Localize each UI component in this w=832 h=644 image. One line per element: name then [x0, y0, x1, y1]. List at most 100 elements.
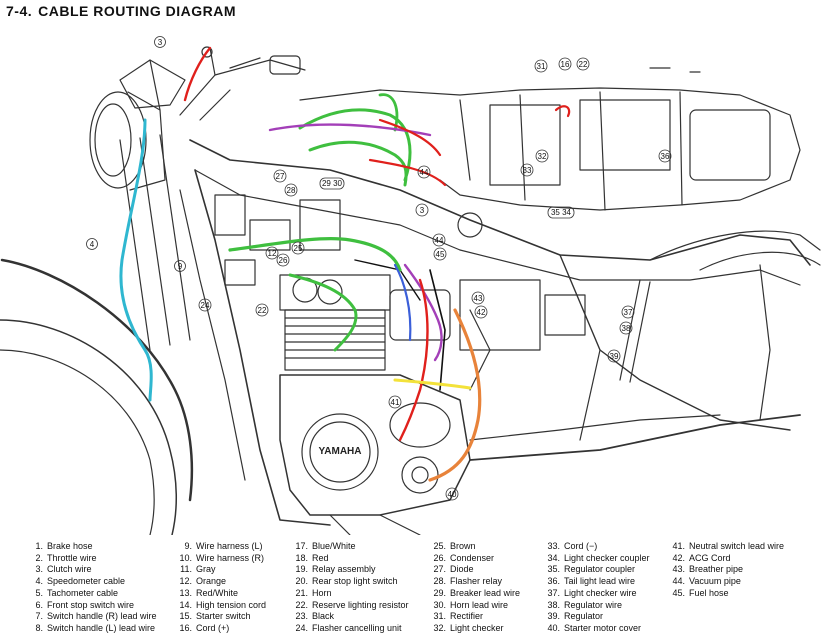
legend-item: 9.Wire harness (L)	[184, 541, 263, 551]
legend-item: 38.Regulator wire	[547, 599, 623, 610]
wire-harness-green-2	[288, 273, 358, 352]
title-number: 7-4.	[6, 3, 33, 19]
callout-c4: 4	[86, 238, 98, 250]
callout-c31: 31	[534, 59, 548, 73]
legend-item: 1.Brake hose	[35, 541, 93, 551]
inset-green-a	[298, 108, 412, 182]
legend: 1.Brake hose 2.Throttle wire 3.Clutch wi…	[0, 538, 832, 642]
handlebar	[179, 46, 306, 121]
swingarm	[469, 414, 801, 461]
legend-item: 41.Neutral switch lead wire	[672, 541, 785, 551]
meters	[119, 59, 186, 111]
legend-item: 2.Throttle wire	[35, 552, 97, 563]
callout-c42: 42	[474, 305, 488, 319]
diagram-title: 7-4. CABLE ROUTING DIAGRAM	[6, 3, 236, 19]
legend-item: 35.Regulator coupler	[547, 564, 636, 575]
legend-item: 45.Fuel hose	[672, 587, 729, 598]
legend-item: 13.Red/White	[179, 587, 239, 598]
legend-item: 29.Breaker lead wire	[433, 587, 521, 598]
svg-text:3: 3	[420, 206, 425, 215]
legend-item: 21.Horn	[295, 587, 332, 598]
callout-c41: 41	[388, 395, 402, 409]
svg-text:12: 12	[268, 249, 277, 258]
svg-text:25: 25	[294, 244, 303, 253]
legend-column-2: 9.Wire harness (L) 10.Wire harness (R) 1…	[173, 541, 266, 635]
legend-item: 44.Vacuum pipe	[672, 576, 741, 587]
inset-green-b	[308, 140, 408, 187]
svg-text:35 34: 35 34	[551, 208, 572, 217]
purple-harness	[403, 263, 443, 362]
legend-item: 5.Tachometer cable	[35, 587, 119, 598]
svg-text:45: 45	[436, 250, 445, 259]
callout-c3b: 3	[415, 203, 429, 217]
frame-downtube	[194, 169, 331, 526]
frame-top	[189, 139, 811, 266]
legend-column-6: 41.Neutral switch lead wire 42.ACG Cord …	[666, 541, 784, 600]
callout-c22b: 22	[576, 57, 590, 71]
legend-item: 19.Relay assembly	[295, 564, 376, 575]
callout-c33: 33	[520, 163, 534, 177]
callout-c28: 28	[284, 183, 298, 197]
legend-item: 23.Black	[295, 611, 335, 622]
legend-item: 4.Speedometer cable	[35, 576, 126, 587]
callout-c3534: 35 34	[547, 206, 575, 219]
engine-cylinder	[279, 274, 391, 371]
legend-item: 6.Front stop switch wire	[35, 599, 135, 610]
callout-c43: 43	[471, 291, 485, 305]
legend-item: 11.Gray	[180, 564, 216, 575]
legend-item: 22.Reserve lighting resistor	[295, 599, 409, 610]
legend-item: 43.Breather pipe	[672, 564, 744, 575]
callout-c44a: 44	[432, 233, 446, 247]
svg-text:41: 41	[391, 398, 400, 407]
front-tire	[0, 319, 177, 535]
title-text: CABLE ROUTING DIAGRAM	[38, 3, 237, 19]
legend-item: 34.Light checker coupler	[547, 552, 650, 563]
rear-fender	[649, 230, 821, 261]
legend-item: 39.Regulator	[547, 611, 604, 622]
svg-text:24: 24	[201, 301, 210, 310]
svg-text:4: 4	[90, 240, 95, 249]
throttle-wire-route	[183, 46, 212, 102]
legend-item: 24.Flasher cancelling unit	[295, 622, 402, 633]
legend-item: 3.Clutch wire	[35, 564, 92, 575]
svg-text:33: 33	[523, 166, 532, 175]
legend-item: 14.High tension cord	[179, 599, 267, 610]
legend-column-3: 17.Blue/White 18.Red 19.Relay assembly 2…	[289, 541, 409, 635]
svg-text:36: 36	[661, 152, 670, 161]
legend-item: 32.Light checker	[433, 622, 504, 633]
svg-text:16: 16	[561, 60, 570, 69]
callout-c27: 27	[273, 169, 287, 183]
front-fender	[0, 258, 194, 502]
legend-item: 40.Starter motor cover	[547, 622, 642, 633]
callout-c37: 37	[621, 305, 635, 319]
svg-text:29 30: 29 30	[322, 179, 343, 188]
callout-c36: 36	[658, 149, 672, 163]
svg-text:32: 32	[538, 152, 547, 161]
svg-text:22: 22	[579, 60, 588, 69]
callout-c38: 38	[619, 321, 633, 335]
svg-text:22: 22	[258, 306, 267, 315]
legend-item: 20.Rear stop light switch	[295, 576, 398, 587]
svg-text:44: 44	[435, 236, 444, 245]
legend-column-4: 25.Brown 26.Condenser 27.Diode 28.Flashe…	[427, 541, 520, 635]
callout-c2930: 29 30	[319, 177, 345, 190]
callout-c24: 24	[198, 298, 212, 312]
callout-c16: 16	[558, 57, 572, 71]
carburetor	[389, 279, 586, 351]
frame-rear	[459, 249, 801, 286]
legend-item: 28.Flasher relay	[433, 576, 503, 587]
legend-item: 30.Horn lead wire	[433, 599, 509, 610]
legend-column-1: 1.Brake hose 2.Throttle wire 3.Clutch wi…	[24, 541, 156, 635]
legend-item: 26.Condenser	[433, 552, 495, 563]
legend-item: 27.Diode	[433, 564, 474, 575]
callout-c26: 26	[276, 253, 290, 267]
motorcycle-cable-diagram: YAMAHA 3 4 9 24 27 28 29 30 12 26 25 22 …	[0, 36, 821, 535]
svg-text:3: 3	[158, 38, 163, 47]
svg-text:42: 42	[477, 308, 486, 317]
legend-item: 18.Red	[295, 552, 329, 563]
legend-column-5: 33.Cord (−) 34.Light checker coupler 35.…	[541, 541, 650, 635]
callout-c40: 40	[445, 487, 459, 501]
legend-item: 31.Rectifier	[433, 611, 484, 622]
legend-item: 16.Cord (+)	[179, 622, 230, 633]
legend-item: 12.Orange	[179, 576, 227, 587]
